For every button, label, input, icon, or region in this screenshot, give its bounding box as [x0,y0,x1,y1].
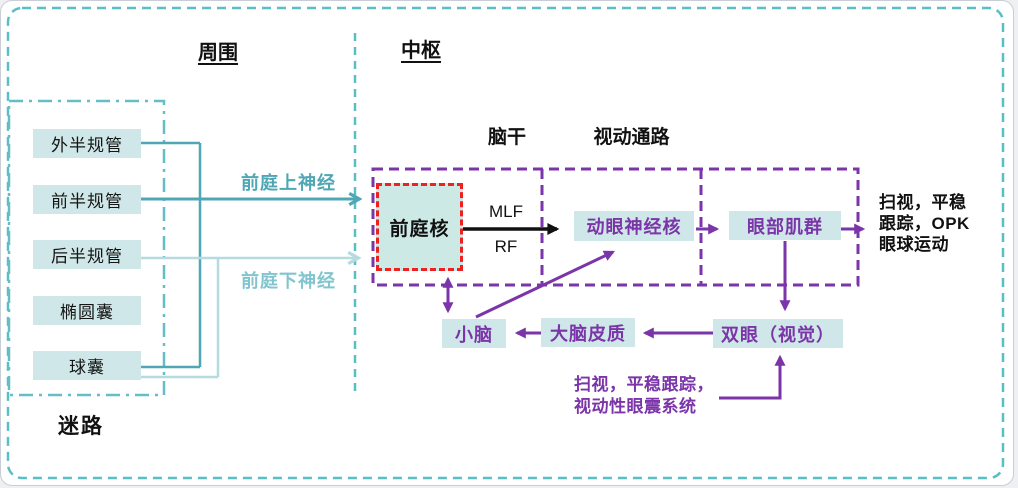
superior-vestibular-nerve-label: 前庭上神经 [241,173,336,193]
brainstem-label: 脑干 [487,127,526,148]
eye-muscles-box: 眼部肌群 [729,211,841,240]
anterior-canal-box: 前半规管 [33,185,141,214]
optokinetic-pathway-label: 视动通路 [593,127,670,148]
posterior-canal-box: 后半规管 [33,240,141,269]
visual-input-systems-note: 扫视，平稳跟踪， 视动性眼震系统 [574,375,714,416]
cerebral-cortex-box: 大脑皮质 [541,318,635,347]
inferior-vestibular-nerve-label: 前庭下神经 [241,271,336,291]
mlf-label: MLF [489,202,523,221]
vestibular-nucleus-box: 前庭核 [376,183,463,271]
utricle-box: 椭圆囊 [33,296,141,325]
eyes-vision-box: 双眼（视觉） [713,319,843,348]
labyrinth-label: 迷路 [58,415,104,438]
saccule-box: 球囊 [33,351,141,380]
eye-movement-output-note: 扫视，平稳 跟踪，OPK 眼球运动 [879,193,970,254]
lateral-canal-box: 外半规管 [33,129,141,158]
peripheral-region-title: 周围 [198,42,238,64]
rf-label: RF [494,237,518,256]
cerebellum-to-oculomotor-arrow [475,250,615,319]
cerebellum-box: 小脑 [442,319,506,348]
oculomotor-nucleus-box: 动眼神经核 [574,211,694,241]
central-region-title: 中枢 [401,40,441,62]
